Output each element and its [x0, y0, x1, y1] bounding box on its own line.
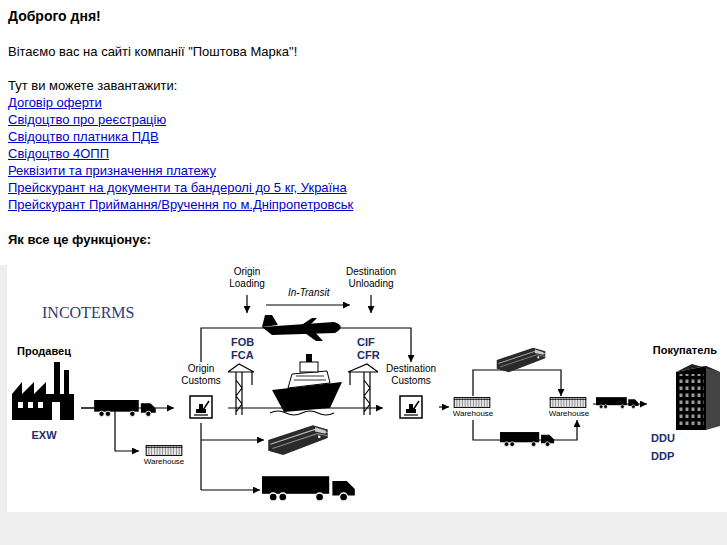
warehouse-icon	[146, 445, 183, 455]
download-link: Свідоцтво про реєстрацію	[8, 112, 166, 128]
download-link: Прейскурант на документи та бандеролі до…	[8, 180, 347, 196]
section-heading: Як все це функціонує:	[8, 232, 151, 248]
download-link: Свідоцтво 4ОПП	[8, 146, 109, 162]
buyer-node: ПокупательDDU DDP	[647, 344, 723, 468]
node-text: DDU	[647, 432, 723, 445]
stage-label: Origin Loading	[225, 266, 269, 290]
welcome-text: Вітаємо вас на сайті компанії "Поштова М…	[8, 44, 297, 60]
intro-text: Тут ви можете завантажити:	[8, 78, 177, 94]
page-ground	[0, 512, 727, 545]
stage-label: Destination Unloading	[339, 266, 403, 290]
customs-node: Destination Customs	[383, 362, 439, 422]
node-text: Покупатель	[647, 344, 723, 357]
customs-icon	[400, 396, 422, 418]
warehouse-icon	[454, 397, 491, 407]
customs-node: Origin Customs	[174, 362, 228, 422]
building-icon	[676, 364, 720, 430]
crane-icon	[228, 364, 254, 415]
train-icon	[497, 348, 546, 372]
node-text: Продавец	[7, 345, 81, 358]
node-text: Warehouse	[449, 409, 497, 418]
truck-icon	[596, 397, 639, 408]
incoterm-code: CIF	[357, 336, 375, 349]
node-text: Warehouse	[545, 409, 593, 418]
warehouse-node: Warehouse	[139, 444, 189, 468]
plane-icon	[262, 315, 341, 341]
truck-icon	[94, 400, 156, 416]
customs-icon	[190, 396, 212, 418]
page-ground	[0, 265, 7, 512]
factory-icon	[12, 362, 74, 420]
flow-connector	[201, 328, 411, 362]
truck-icon	[262, 476, 355, 501]
node-text: Warehouse	[139, 457, 189, 466]
warehouse-node: Warehouse	[449, 396, 497, 420]
stage-label: In-Transit	[288, 287, 330, 299]
flow-arrow	[201, 295, 371, 490]
download-link: Реквізити та призначення платежу	[8, 163, 216, 179]
crane-icon	[348, 364, 378, 415]
incoterm-code: CFR	[357, 349, 380, 362]
diagram-heading: INCOTERMS	[42, 305, 134, 321]
page-greeting: Доброго дня!	[8, 8, 101, 24]
download-link: Прейскурант Приймання/Вручення по м.Дніп…	[8, 197, 353, 213]
truck-icon	[500, 432, 554, 446]
train-icon	[268, 425, 328, 455]
ship-icon	[270, 354, 342, 415]
flow-connector	[439, 406, 449, 407]
flow-connector	[473, 370, 561, 396]
node-text: Destination Customs	[383, 363, 439, 387]
download-link: Договір оферти	[8, 95, 102, 111]
node-text: DDP	[647, 450, 723, 463]
download-link: Свідоцтво платника ПДВ	[8, 129, 159, 145]
warehouse-node: Warehouse	[545, 396, 593, 420]
node-text: EXW	[7, 429, 81, 442]
seller-node: ПродавецEXW	[7, 345, 81, 445]
incoterm-code: FOB	[231, 336, 254, 349]
incoterm-code: FCA	[231, 349, 254, 362]
node-text: Origin Customs	[174, 363, 228, 387]
warehouse-icon	[550, 397, 587, 407]
